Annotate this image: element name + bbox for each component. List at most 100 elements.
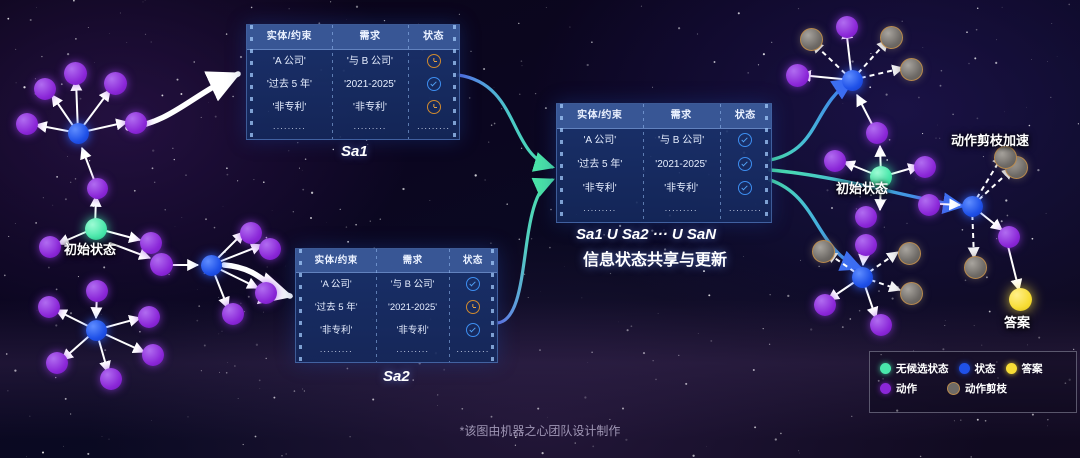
col-header-status: 状态 — [423, 31, 445, 42]
table-tick-rail — [299, 249, 302, 362]
cell-demand: '2021-2025' — [344, 79, 396, 90]
table-tick-rail — [765, 104, 768, 222]
graph-node-state — [852, 267, 873, 288]
table-row: 'A 公司' '与 B 公司' — [296, 273, 497, 296]
graph-node-action — [222, 303, 244, 325]
graph-node-action — [87, 178, 108, 199]
table-tick-rail — [491, 249, 494, 362]
clock-icon — [465, 300, 480, 314]
legend-swatch-answer — [1005, 362, 1017, 374]
graph-node-pruned-action — [800, 28, 823, 51]
legend-panel: 无候选状态 状态 答案 动作 动作剪枝 — [869, 351, 1077, 413]
cell-entity: ········· — [583, 206, 617, 215]
graph-node-action — [855, 234, 877, 256]
cell-status — [408, 96, 459, 119]
table-sa2-header: 实体/约束 需求 状态 — [296, 249, 497, 273]
caption-sa2: Sa2 — [383, 368, 410, 385]
table-tick-rail — [453, 25, 456, 139]
table-divider — [331, 25, 333, 139]
cell-demand: ········· — [353, 124, 387, 133]
cell-entity: '过去 5 年' — [314, 302, 358, 313]
legend-row: 无候选状态 状态 答案 — [880, 358, 1066, 378]
cell-status — [449, 319, 497, 342]
caption-merged-sub: 信息状态共享与更新 — [583, 252, 728, 269]
table-merged: 实体/约束 需求 状态 'A 公司' '与 B 公司' '过去 5 年' '20… — [556, 103, 772, 223]
caption-merged: Sa1 U Sa2 ··· U SaN — [576, 226, 717, 243]
graph-node-action — [64, 62, 87, 85]
graph-node-action — [998, 226, 1020, 248]
cell-status — [449, 273, 497, 296]
cell-status — [449, 296, 497, 319]
cell-entity: '非专利' — [320, 325, 353, 336]
cell-status — [408, 73, 459, 96]
table-sa2: 实体/约束 需求 状态 'A 公司' '与 B 公司' '过去 5 年' '20… — [295, 248, 498, 363]
graph-node-action — [34, 78, 56, 100]
table-sa1: 实体/约束 需求 状态 'A 公司' '与 B 公司' '过去 5 年' '20… — [246, 24, 460, 140]
table-divider — [408, 25, 410, 139]
graph-node-pruned-action — [880, 26, 903, 49]
legend-label: 动作 — [896, 382, 917, 395]
check-icon — [465, 323, 480, 337]
label-left-initial-state: 初始状态 — [64, 242, 117, 257]
graph-node-action — [786, 64, 809, 87]
graph-node-action — [870, 314, 892, 336]
graph-node-pruned-action — [900, 282, 923, 305]
label-right-initial-state: 初始状态 — [836, 181, 889, 196]
graph-node-action — [39, 236, 61, 258]
table-tick-rail — [560, 104, 563, 222]
watermark-credit: *该图由机器之心团队设计制作 — [459, 424, 621, 438]
graph-node-state — [842, 70, 863, 91]
graph-node-action — [914, 156, 936, 178]
cell-demand: '2021-2025' — [655, 159, 707, 170]
legend-label: 答案 — [1021, 362, 1043, 375]
cell-entity: ········· — [272, 124, 306, 133]
table-row: '过去 5 年' '2021-2025' — [557, 153, 771, 177]
cell-demand: '非专利' — [664, 183, 699, 194]
col-header-demand: 需求 — [670, 110, 692, 121]
table-row: '过去 5 年' '2021-2025' — [296, 296, 497, 319]
cell-entity: '非专利' — [272, 102, 307, 113]
graph-node-pruned-action — [812, 240, 835, 263]
graph-node-state — [68, 123, 89, 144]
clock-icon — [426, 100, 441, 114]
legend-item-pruned-action: 动作剪枝 — [947, 381, 1007, 396]
legend-swatch-prune — [947, 381, 960, 395]
graph-node-action — [918, 194, 940, 216]
clock-icon — [426, 54, 441, 68]
legend-row: 动作 动作剪枝 — [880, 378, 1066, 398]
graph-node-action — [100, 368, 122, 390]
check-icon — [465, 277, 480, 291]
cell-status — [720, 129, 771, 153]
legend-item-state: 状态 — [958, 361, 996, 376]
graph-node-action — [46, 352, 68, 374]
col-header-status: 状态 — [462, 255, 483, 266]
cell-entity: '过去 5 年' — [577, 159, 623, 170]
cell-status — [720, 177, 771, 201]
label-answer: 答案 — [1004, 315, 1031, 330]
legend-item-action: 动作 — [880, 381, 917, 396]
graph-node-pruned-action — [900, 58, 923, 81]
graph-node-action — [150, 253, 173, 276]
table-row: 'A 公司' '与 B 公司' — [557, 129, 771, 153]
graph-node-state — [86, 320, 107, 341]
col-header-entity: 实体/约束 — [577, 110, 623, 121]
col-header-entity: 实体/约束 — [314, 255, 358, 266]
cell-demand: '非专利' — [353, 102, 387, 113]
cell-status: ········· — [417, 124, 451, 133]
graph-node-action — [125, 112, 147, 134]
col-header-entity: 实体/约束 — [266, 31, 313, 42]
cell-entity: ········· — [319, 347, 353, 356]
graph-node-action — [836, 16, 858, 38]
table-row: '非专利' '非专利' — [247, 96, 459, 119]
cell-demand: ········· — [396, 347, 430, 356]
table-merged-header: 实体/约束 需求 状态 — [557, 104, 771, 129]
cell-entity: 'A 公司' — [583, 135, 617, 146]
col-header-demand: 需求 — [402, 255, 423, 266]
legend-item-no-candidate-state: 无候选状态 — [880, 361, 949, 376]
table-tick-rail — [250, 25, 253, 139]
table-row: 'A 公司' '与 B 公司' — [247, 50, 459, 73]
table-sa1-header: 实体/约束 需求 状态 — [247, 25, 459, 50]
cell-demand: '与 B 公司' — [346, 56, 393, 67]
cell-entity: 'A 公司' — [320, 279, 352, 290]
